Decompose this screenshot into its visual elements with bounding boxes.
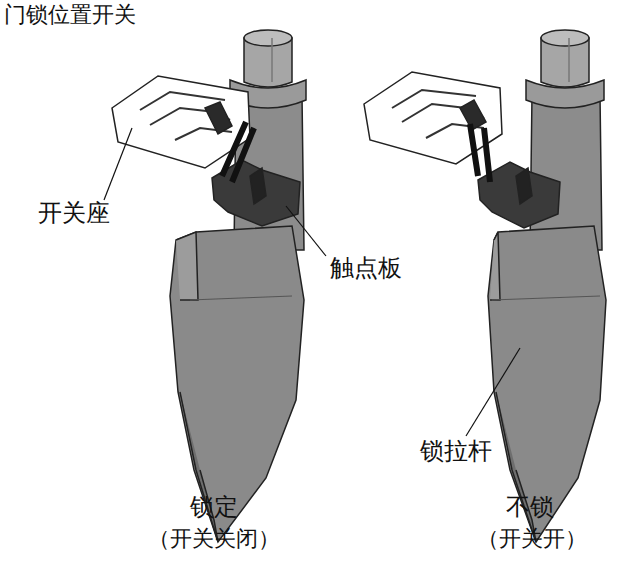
leader-line [466,348,520,436]
state-note: （开关开） [477,526,587,551]
state-note: （开关关闭） [148,526,280,551]
part-label: 开关座 [38,200,110,228]
lock-switch-unlocked [364,30,606,542]
leader-lines [104,128,520,436]
leader-line [286,206,326,256]
part-label: 锁拉杆 [420,438,492,466]
state-label: 不锁 [506,494,554,522]
leader-line [104,128,132,200]
title: 门锁位置开关 [4,2,136,27]
lock-switch-locked [112,30,306,542]
part-label: 触点板 [330,255,402,283]
state-label: 锁定 [190,494,238,522]
